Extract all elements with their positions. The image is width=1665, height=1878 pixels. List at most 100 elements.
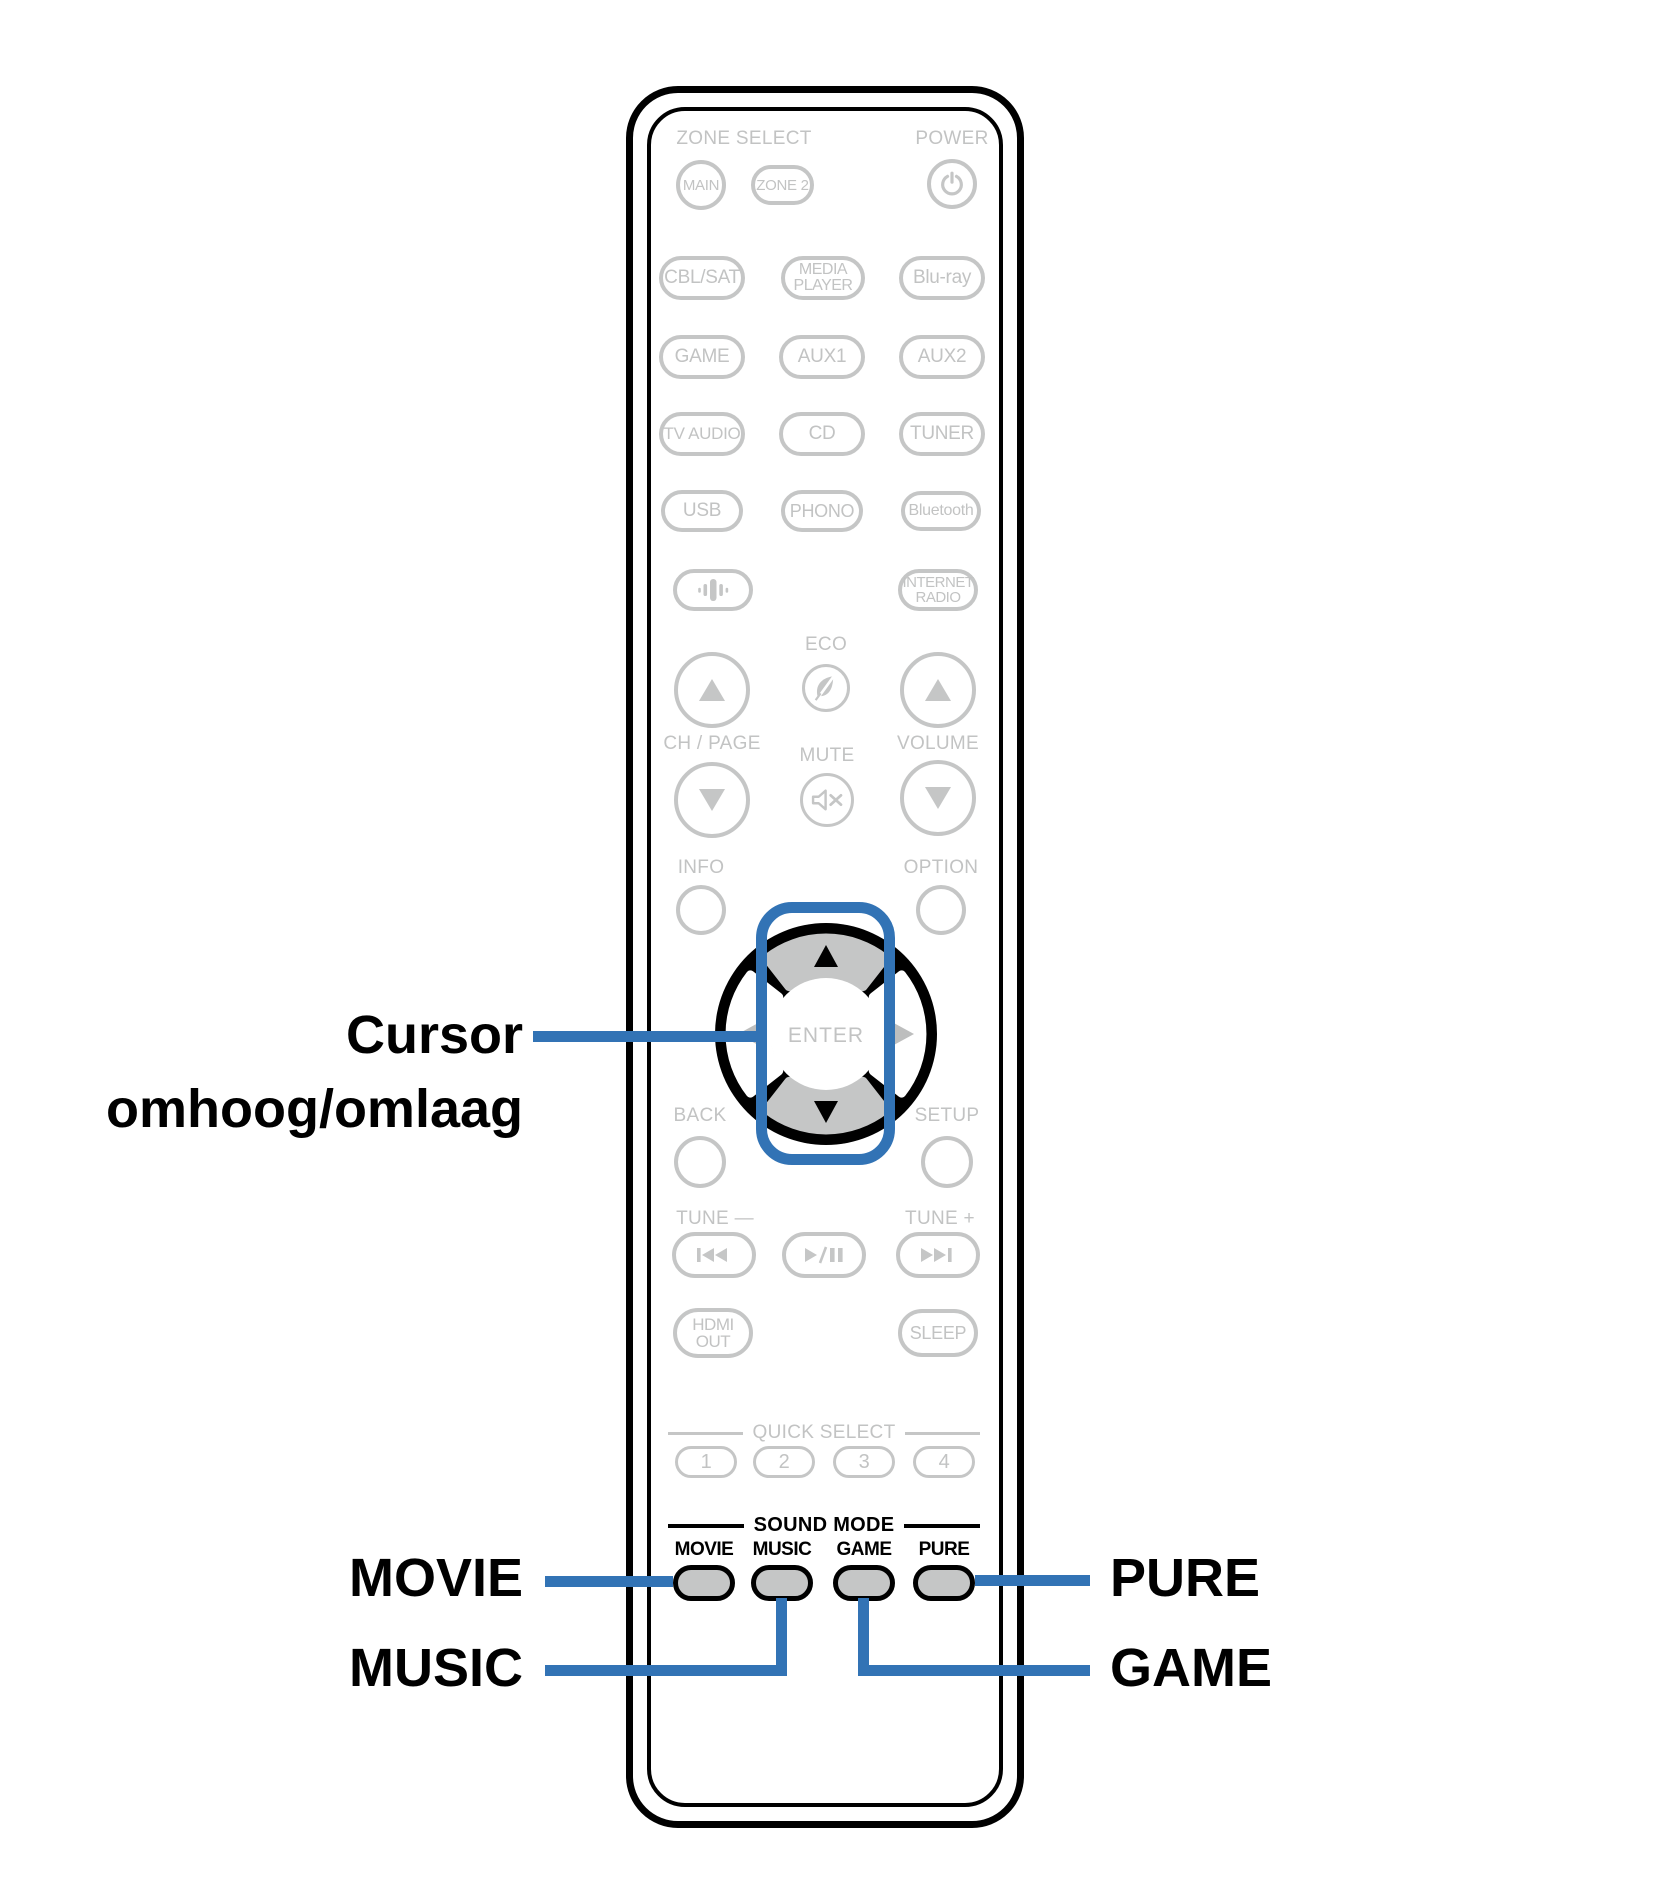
up-arrow-icon <box>699 679 725 701</box>
main-button[interactable]: MAIN <box>676 160 726 210</box>
internet-radio-button[interactable]: INTERNET RADIO <box>898 569 978 611</box>
tune-plus-label: TUNE + <box>905 1208 975 1229</box>
eco-button[interactable] <box>802 664 850 712</box>
skip-forward-button[interactable] <box>896 1232 980 1278</box>
hdmi-out-line1: HDMI <box>692 1315 734 1334</box>
movie-callout-label: MOVIE <box>348 1548 523 1608</box>
music-callout-line-v <box>776 1598 787 1671</box>
game-button[interactable] <box>833 1565 895 1601</box>
down-arrow-icon <box>699 789 725 811</box>
cursor-down-arrow-icon <box>814 1101 838 1123</box>
movie-callout-line <box>545 1576 673 1587</box>
quick-select-2-button[interactable]: 2 <box>753 1446 815 1478</box>
enter-button-label: ENTER <box>788 1024 864 1047</box>
zone-select-label: ZONE SELECT <box>676 128 812 149</box>
game-input-button[interactable]: GAME <box>659 335 745 379</box>
info-button[interactable] <box>676 885 726 935</box>
pure-callout-label: PURE <box>1110 1548 1261 1608</box>
info-label: INFO <box>677 857 725 878</box>
power-button[interactable] <box>927 159 977 209</box>
eco-leaf-icon <box>808 670 844 706</box>
mute-label: MUTE <box>799 745 855 766</box>
music-callout-line-h <box>545 1665 787 1676</box>
movie-button[interactable] <box>673 1565 735 1601</box>
ch-page-label: CH / PAGE <box>663 733 761 754</box>
media-player-button[interactable]: MEDIA PLAYER <box>781 256 865 300</box>
aux2-button[interactable]: AUX2 <box>899 335 985 379</box>
skip-back-icon <box>694 1245 734 1265</box>
volume-up-button[interactable] <box>900 652 976 728</box>
music-button-label: MUSIC <box>752 1539 812 1560</box>
quick-select-1-button[interactable]: 1 <box>675 1446 737 1478</box>
setup-button[interactable] <box>921 1136 973 1188</box>
pure-button[interactable] <box>913 1565 975 1601</box>
option-label: OPTION <box>903 857 979 878</box>
internet-radio-line1: INTERNET <box>902 574 975 591</box>
channel-page-down-button[interactable] <box>674 762 750 838</box>
sound-mode-rule-left <box>668 1523 744 1528</box>
power-label: POWER <box>915 128 989 149</box>
back-label: BACK <box>673 1105 727 1126</box>
movie-button-label: MOVIE <box>674 1539 734 1560</box>
music-button[interactable] <box>751 1565 813 1601</box>
remote-body-inner-outline <box>647 107 1003 1807</box>
play-pause-button[interactable] <box>782 1232 866 1278</box>
zone2-button[interactable]: ZONE 2 <box>751 165 814 205</box>
up-arrow-icon <box>925 679 951 701</box>
pure-callout-line <box>975 1575 1090 1586</box>
game-callout-line-h <box>858 1665 1090 1676</box>
sleep-button[interactable]: SLEEP <box>898 1309 978 1357</box>
volume-label: VOLUME <box>896 733 980 754</box>
tv-audio-button[interactable]: TV AUDIO <box>659 412 745 456</box>
play-pause-icon <box>800 1244 848 1266</box>
cursor-callout-line <box>533 1031 762 1042</box>
media-player-line1: MEDIA <box>798 261 848 278</box>
tuner-button[interactable]: TUNER <box>899 412 985 456</box>
enter-button[interactable] <box>770 978 882 1090</box>
setup-label: SETUP <box>914 1105 980 1126</box>
cursor-callout-line1: Cursor <box>345 1005 523 1065</box>
sound-mode-label: SOUND MODE <box>753 1514 895 1536</box>
game-button-label: GAME <box>836 1539 893 1560</box>
cursor-up-arrow-icon <box>814 945 838 967</box>
cbl-sat-button[interactable]: CBL/SAT <box>659 256 745 300</box>
quick-select-3-button[interactable]: 3 <box>833 1446 895 1478</box>
music-callout-label: MUSIC <box>349 1638 523 1698</box>
back-button[interactable] <box>674 1136 726 1188</box>
down-arrow-icon <box>925 787 951 809</box>
game-callout-label: GAME <box>1110 1638 1272 1698</box>
skip-forward-icon <box>918 1245 958 1265</box>
eco-label: ECO <box>804 634 848 655</box>
pure-button-label: PURE <box>918 1539 970 1560</box>
aux1-button[interactable]: AUX1 <box>779 335 865 379</box>
bluetooth-button[interactable]: Bluetooth <box>901 491 981 531</box>
sound-mode-header: SOUND MODE <box>668 1514 981 1537</box>
tune-minus-label: TUNE — <box>676 1208 754 1229</box>
game-callout-line-v <box>858 1598 869 1671</box>
blu-ray-button[interactable]: Blu-ray <box>899 256 985 300</box>
hdmi-out-button[interactable]: HDMI OUT <box>673 1308 753 1358</box>
power-icon <box>938 170 966 198</box>
mute-icon <box>810 787 844 813</box>
phono-button[interactable]: PHONO <box>781 490 863 532</box>
cursor-callout-line2: omhoog/omlaag <box>106 1079 523 1139</box>
internet-radio-line2: RADIO <box>915 589 961 606</box>
volume-down-button[interactable] <box>900 760 976 836</box>
cursor-callout-label: Cursor omhoog/omlaag <box>55 998 523 1146</box>
quick-select-label: QUICK SELECT <box>752 1422 896 1443</box>
usb-button[interactable]: USB <box>661 490 743 532</box>
skip-back-button[interactable] <box>672 1232 756 1278</box>
quick-select-rule-right <box>905 1431 980 1435</box>
media-player-line2: PLAYER <box>793 277 853 294</box>
channel-page-up-button[interactable] <box>674 652 750 728</box>
heos-icon <box>691 575 735 605</box>
cd-button[interactable]: CD <box>779 412 865 456</box>
quick-select-header: QUICK SELECT <box>668 1422 980 1444</box>
cursor-updown-highlight <box>756 902 895 1165</box>
heos-button[interactable] <box>673 569 753 611</box>
mute-button[interactable] <box>800 773 854 827</box>
quick-select-4-button[interactable]: 4 <box>913 1446 975 1478</box>
option-button[interactable] <box>916 885 966 935</box>
quick-select-rule-left <box>668 1431 743 1435</box>
